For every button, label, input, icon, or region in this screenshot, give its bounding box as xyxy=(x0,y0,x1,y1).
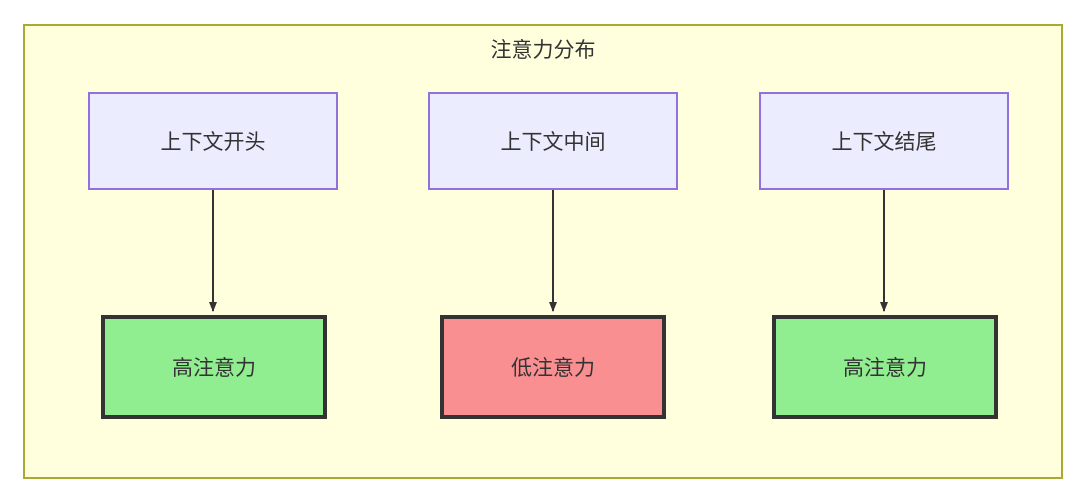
node-label: 低注意力 xyxy=(511,357,595,380)
node-attention-high-end[interactable]: 高注意力 xyxy=(772,315,998,419)
node-label: 上下文中间 xyxy=(500,131,606,154)
node-context-middle[interactable]: 上下文中间 xyxy=(428,92,678,190)
node-attention-low-middle[interactable]: 低注意力 xyxy=(440,315,666,419)
node-context-start[interactable]: 上下文开头 xyxy=(88,92,338,190)
node-label: 高注意力 xyxy=(843,357,927,380)
node-label: 上下文开头 xyxy=(160,131,266,154)
node-context-end[interactable]: 上下文结尾 xyxy=(759,92,1009,190)
node-label: 上下文结尾 xyxy=(831,131,937,154)
node-attention-high-start[interactable]: 高注意力 xyxy=(101,315,327,419)
node-label: 高注意力 xyxy=(172,357,256,380)
subgraph-title: 注意力分布 xyxy=(490,39,596,62)
